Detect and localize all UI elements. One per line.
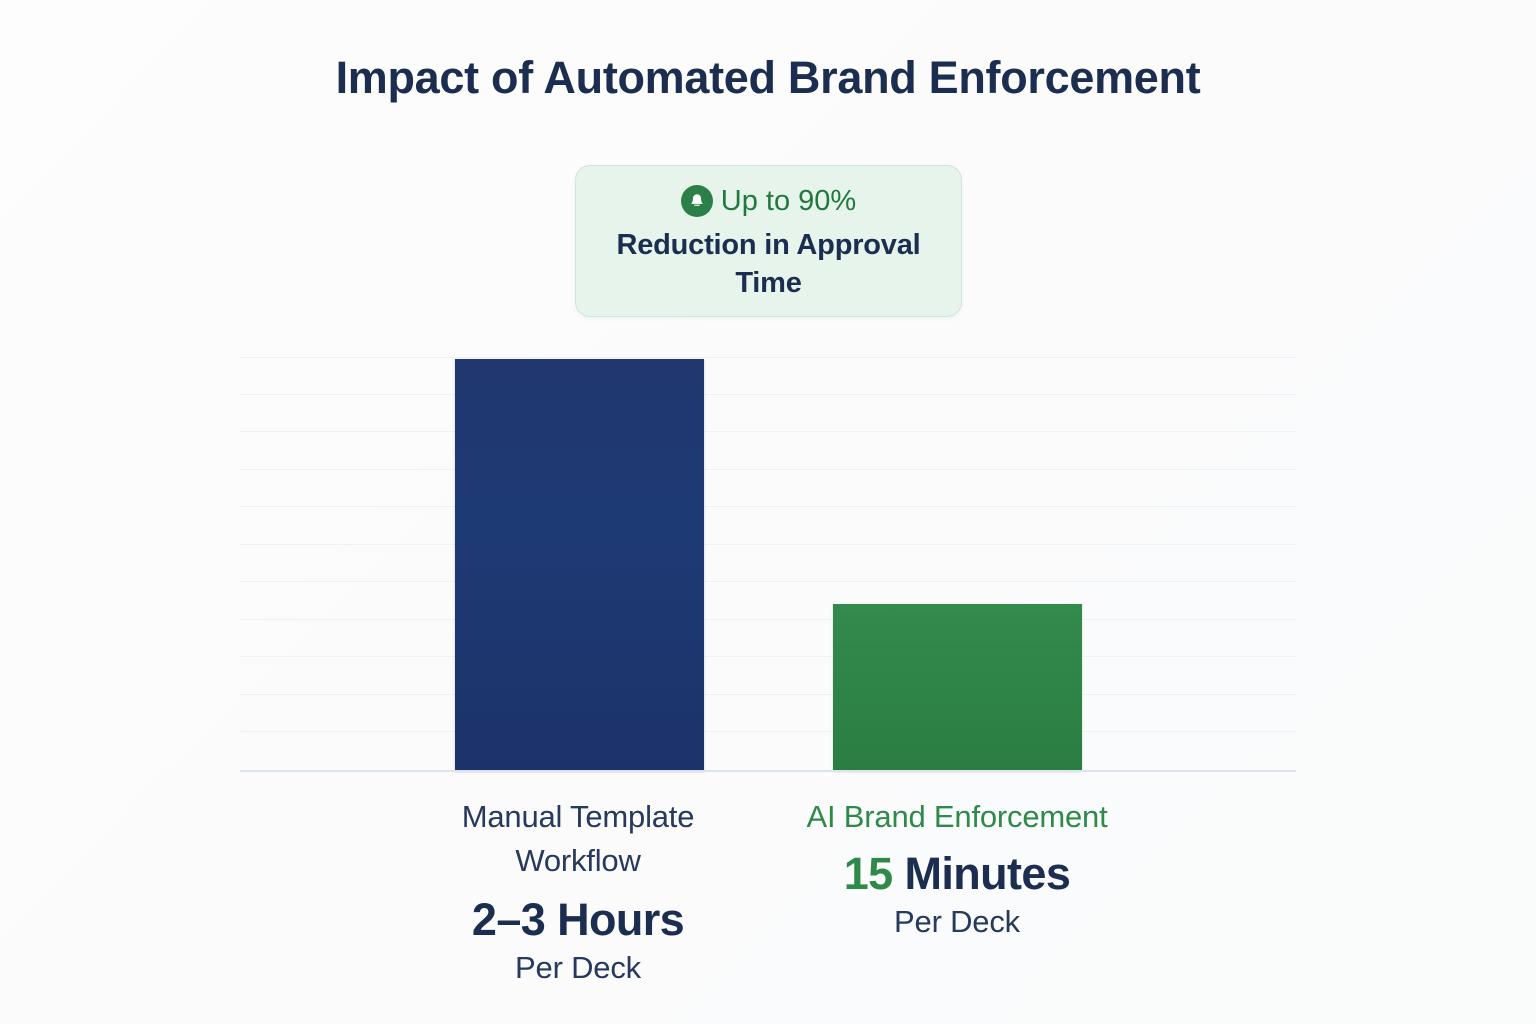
gridline xyxy=(240,394,1296,395)
gridline xyxy=(240,357,1296,358)
gridlines xyxy=(240,352,1296,771)
gridline xyxy=(240,694,1296,695)
bar-ai-brand-enforcement xyxy=(833,604,1082,771)
gridline xyxy=(240,731,1296,732)
value-label-ai: 15 Minutes xyxy=(777,847,1137,902)
value-unit-manual: Hours xyxy=(545,894,685,946)
gridline xyxy=(240,431,1296,432)
gridline xyxy=(240,619,1296,620)
category-group-manual: Manual Template Workflow 2–3 Hours Per D… xyxy=(398,795,758,988)
gridline xyxy=(240,544,1296,545)
callout-headline: Up to 90% xyxy=(720,184,857,217)
value-sublabel-manual: Per Deck xyxy=(515,949,641,985)
category-label-manual: Manual Template Workflow xyxy=(461,799,695,879)
bell-icon xyxy=(680,185,713,217)
gridline xyxy=(240,656,1296,657)
category-group-ai: AI Brand Enforcement 15 Minutes Per Deck xyxy=(777,795,1137,942)
gridline xyxy=(240,506,1296,507)
callout-subtext: Reduction in Approval Time xyxy=(616,229,921,300)
category-label-ai: AI Brand Enforcement xyxy=(806,799,1108,834)
value-label-manual: 2–3 Hours xyxy=(398,893,758,948)
callout-badge: Up to 90% Reduction in Approval Time xyxy=(575,165,962,317)
gridline xyxy=(240,581,1296,582)
plot-area xyxy=(240,352,1296,771)
bar-manual-template-workflow xyxy=(455,359,704,771)
value-number-manual: 2–3 xyxy=(471,894,546,946)
value-sublabel-ai: Per Deck xyxy=(894,903,1020,939)
callout-headline-row: Up to 90% xyxy=(594,182,943,220)
gridline xyxy=(240,469,1296,470)
chart-title: Impact of Automated Brand Enforcement xyxy=(335,52,1201,103)
value-unit-ai: Minutes xyxy=(892,848,1071,900)
x-axis-line xyxy=(240,770,1296,772)
value-number-ai: 15 xyxy=(843,848,893,900)
